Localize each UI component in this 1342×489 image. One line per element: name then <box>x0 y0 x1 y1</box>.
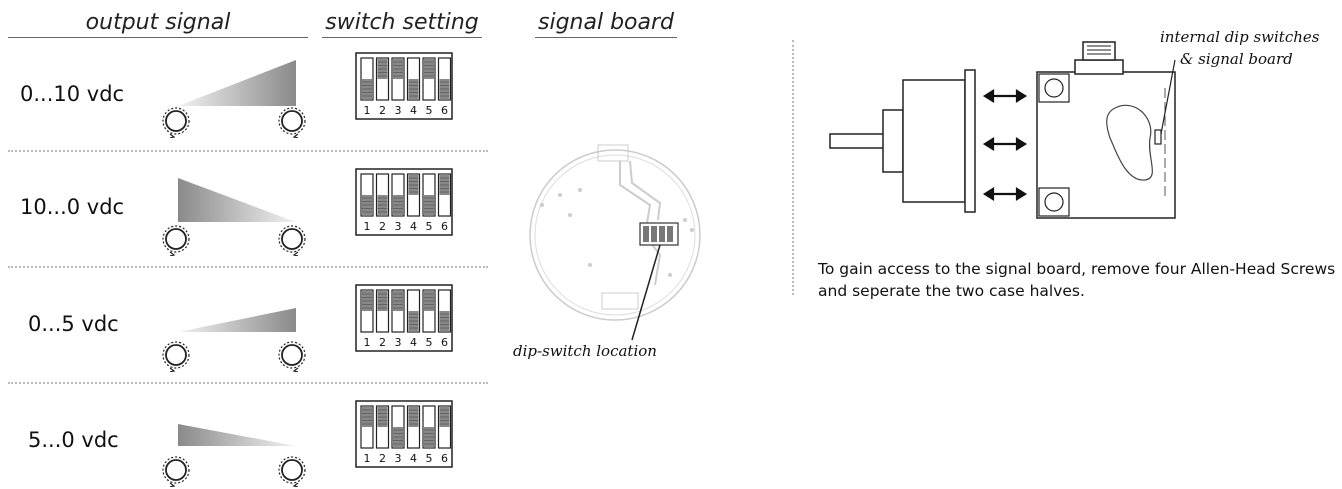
row-label: 0...10 vdc <box>20 82 125 106</box>
header-output-signal: output signal <box>8 10 308 38</box>
vertical-separator <box>792 40 794 295</box>
switch-number-label: 5 <box>426 220 433 233</box>
potentiometer-knob-icon <box>162 225 190 256</box>
switch-number-label: 1 <box>364 336 371 349</box>
potentiometer-knob-icon <box>278 456 306 487</box>
switch-number-label: 6 <box>441 220 448 233</box>
row-separator <box>8 382 488 384</box>
switch-number-label: 5 <box>426 104 433 117</box>
switch-number-label: 1 <box>364 220 371 233</box>
switch-number-label: 6 <box>441 336 448 349</box>
row-separator <box>8 150 488 152</box>
board-caption: dip-switch location <box>513 342 657 360</box>
header-signal-board: signal board <box>535 10 677 38</box>
switch-number-label: 3 <box>395 336 402 349</box>
switch-number-label: 3 <box>395 220 402 233</box>
switch-number-label: 4 <box>410 336 417 349</box>
potentiometer-knob-icon <box>278 341 306 372</box>
row-separator <box>8 266 488 268</box>
switch-number-label: 4 <box>410 452 417 465</box>
switch-number-label: 1 <box>364 452 371 465</box>
access-note: To gain access to the signal board, remo… <box>818 260 1336 300</box>
switch-number-label: 2 <box>379 336 386 349</box>
switch-number-label: 6 <box>441 104 448 117</box>
potentiometer-knob-icon <box>162 341 190 372</box>
encoder-caption-line2: & signal board <box>1180 50 1293 68</box>
potentiometer-knob-icon <box>278 107 306 138</box>
potentiometer-knob-icon <box>278 225 306 256</box>
switch-number-label: 6 <box>441 452 448 465</box>
switch-number-label: 3 <box>395 104 402 117</box>
switch-number-label: 5 <box>426 336 433 349</box>
signal-ramp <box>178 178 296 222</box>
row-label: 0...5 vdc <box>28 312 119 336</box>
encoder-drawing <box>829 41 1176 219</box>
switch-number-label: 5 <box>426 452 433 465</box>
potentiometer-knob-icon <box>162 107 190 138</box>
switch-number-label: 2 <box>379 104 386 117</box>
switch-number-label: 4 <box>410 104 417 117</box>
header-switch-setting: switch setting <box>322 10 482 38</box>
potentiometer-knob-icon <box>162 456 190 487</box>
switch-number-label: 3 <box>395 452 402 465</box>
signal-ramp <box>178 308 296 332</box>
switch-number-label: 1 <box>364 104 371 117</box>
switch-number-label: 2 <box>379 220 386 233</box>
row-label: 10...0 vdc <box>20 195 125 219</box>
signal-board-drawing <box>529 144 701 341</box>
double-arrow-icon <box>982 89 1028 201</box>
signal-ramp <box>178 424 296 446</box>
signal-ramp <box>178 60 296 106</box>
switch-number-label: 4 <box>410 220 417 233</box>
encoder-caption-line1: internal dip switches <box>1160 28 1320 46</box>
switch-number-label: 2 <box>379 452 386 465</box>
row-label: 5...0 vdc <box>28 428 119 452</box>
